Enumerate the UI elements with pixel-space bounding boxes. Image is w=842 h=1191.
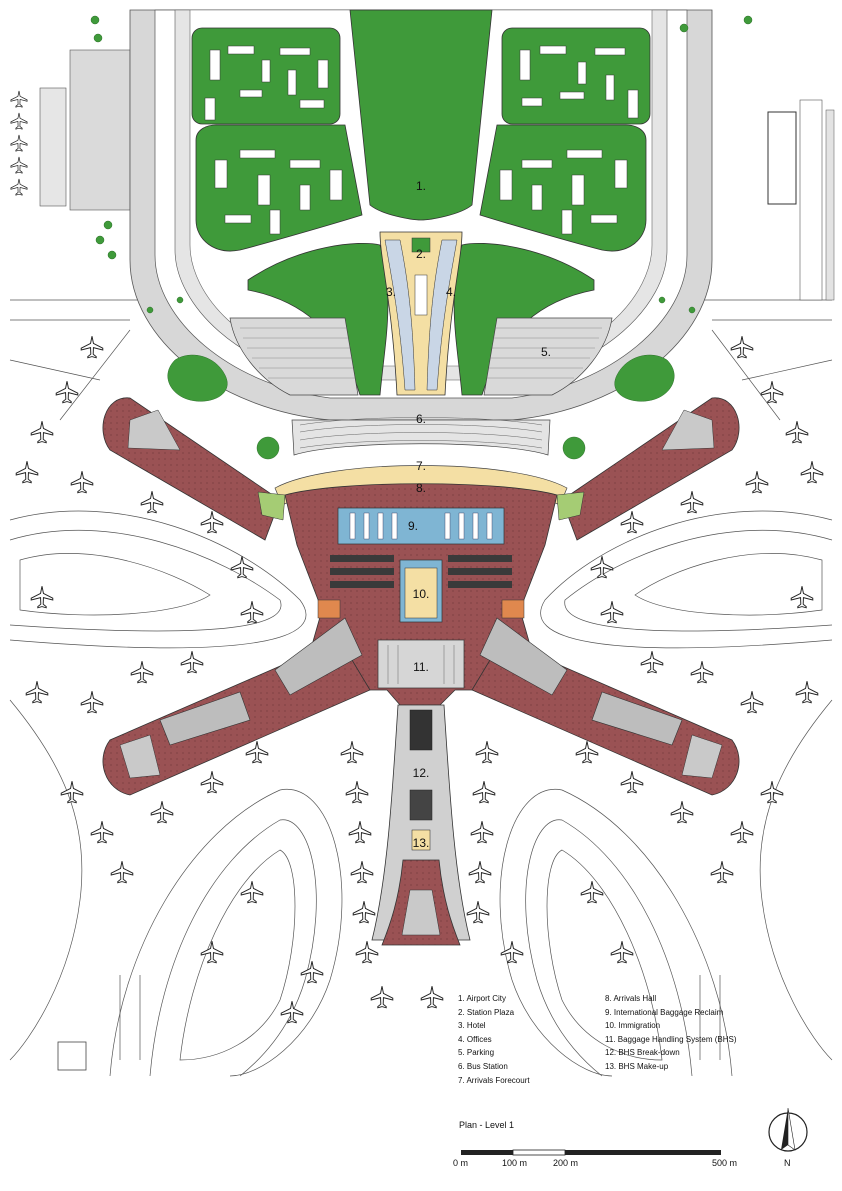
area-label-8: 8. (416, 481, 426, 495)
area-label-1: 1. (416, 179, 426, 193)
area-label-10: 10. (413, 587, 430, 601)
north-label: N (784, 1158, 791, 1168)
legend-item: 11. Baggage Handling System (BHS) (605, 1034, 737, 1044)
area-label-5: 5. (541, 345, 551, 359)
legend-item: 10. Immigration (605, 1021, 661, 1031)
area-label-11: 11. (413, 660, 429, 674)
area-label-13: 13. (413, 836, 430, 850)
legend-item: 9. International Baggage Reclaim (605, 1007, 724, 1017)
legend-item: 7. Arrivals Forecourt (458, 1075, 530, 1085)
legend-item: 13. BHS Make-up (605, 1061, 669, 1071)
landscaping (90, 15, 753, 460)
north-arrow-icon (768, 1107, 808, 1152)
area-label-4: 4. (446, 285, 456, 299)
scale-label-200: 200 m (553, 1158, 579, 1168)
legend-item: 12. BHS Break-down (605, 1048, 680, 1058)
legend-item: 8. Arrivals Hall (605, 994, 657, 1003)
airport-city (191, 9, 651, 252)
left-apron (10, 49, 131, 211)
area-label-6: 6. (416, 412, 426, 426)
scale-bar (461, 1149, 721, 1156)
area-number-labels: 1. 2. 3. 4. 5. 6. 7. 8. 9. 10. 11. 12. 1… (386, 179, 551, 850)
scale-label-500: 500 m (712, 1158, 738, 1168)
parking (229, 317, 613, 396)
area-label-9: 9. (408, 519, 418, 533)
area-label-2: 2. (416, 247, 426, 261)
area-label-7: 7. (416, 459, 426, 473)
area-label-12: 12. (413, 766, 430, 780)
legend-item: 3. Hotel (458, 1021, 486, 1031)
bottom-left-block (57, 1041, 87, 1071)
terminal-building (102, 397, 740, 946)
legend-item: 6. Bus Station (458, 1061, 508, 1071)
legend-item: 4. Offices (458, 1034, 492, 1044)
scale-label-0: 0 m (453, 1158, 469, 1168)
scale-label-100: 100 m (502, 1158, 528, 1168)
plan-caption: Plan - Level 1 (459, 1120, 515, 1130)
legend-item: 1. Airport City (458, 994, 507, 1003)
legend-item: 5. Parking (458, 1048, 495, 1058)
bus-station (291, 417, 551, 456)
legend-item: 2. Station Plaza (458, 1007, 515, 1017)
right-apron (767, 99, 835, 301)
area-label-3: 3. (386, 285, 396, 299)
